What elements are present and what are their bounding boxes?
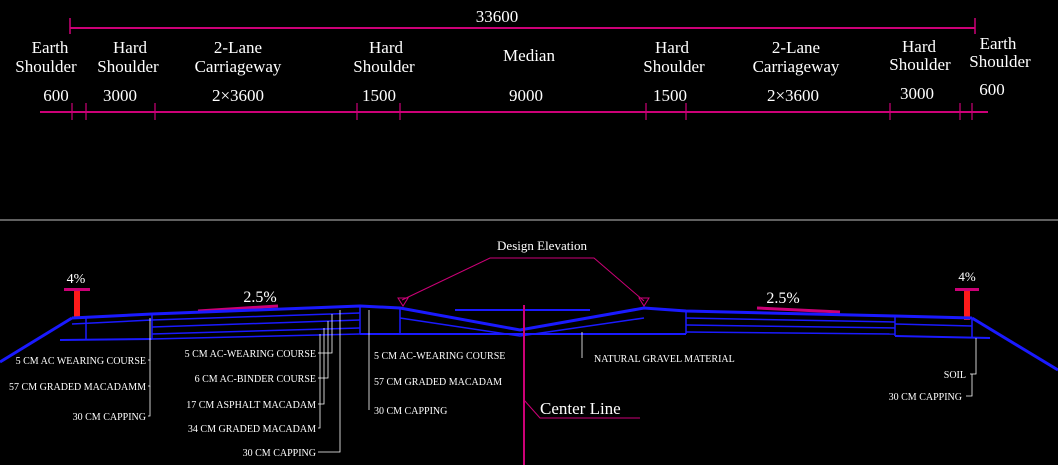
heading-earth-left-line1: Earth <box>32 38 69 57</box>
slope-right-outer: 4% <box>958 269 976 284</box>
note-carriageway-5: 30 CM CAPPING <box>243 448 316 459</box>
column-headings: Earth Shoulder Hard Shoulder 2-Lane Carr… <box>15 34 1031 76</box>
pavement-structure <box>0 304 1058 372</box>
leader-carriageway-4 <box>318 334 321 429</box>
shoulder-left-bottom <box>59 338 153 341</box>
layer-4-right <box>685 331 896 335</box>
note-median-fill: NATURAL GRAVEL MATERIAL <box>594 354 735 365</box>
edge-markers <box>64 288 979 320</box>
width-hard-left-inner: 1500 <box>362 86 396 105</box>
note-shoulder-left-1: 5 CM AC WEARING COURSE <box>16 356 146 367</box>
heading-hard-right-inner-line2: Shoulder <box>643 57 705 76</box>
heading-earth-right-line1: Earth <box>980 34 1017 53</box>
heading-hard-right-outer-line2: Shoulder <box>889 55 951 74</box>
slope-left-outer: 4% <box>67 272 86 287</box>
leader-right-1 <box>970 338 977 375</box>
leader-shoulder-left-2 <box>148 360 151 387</box>
width-earth-left: 600 <box>43 86 69 105</box>
note-inner-shoulder-1: 5 CM AC-WEARING COURSE <box>374 351 505 362</box>
design-elevation-callout: Design Elevation <box>397 238 650 307</box>
heading-hard-left-inner-line2: Shoulder <box>353 57 415 76</box>
heading-carriageway-left-line2: Carriageway <box>195 57 282 76</box>
heading-median: Median <box>503 46 555 65</box>
layer-top-left <box>151 305 361 315</box>
leader-right-2 <box>966 374 973 397</box>
note-shoulder-left-2: 57 CM GRADED MACADAMM <box>9 382 146 393</box>
heading-hard-right-outer-line1: Hard <box>902 37 936 56</box>
dimension-chain <box>40 103 988 120</box>
layer-leaders <box>148 310 977 453</box>
layer-3-left <box>151 319 361 328</box>
note-carriageway-4: 34 CM GRADED MACADAM <box>188 424 316 435</box>
leader-carriageway-1 <box>318 314 333 354</box>
center-line-leader <box>523 399 640 419</box>
note-carriageway-3: 17 CM ASPHALT MACADAM <box>186 400 316 411</box>
layer-2-left <box>151 312 361 321</box>
heading-hard-left-inner-line1: Hard <box>369 38 403 57</box>
center-line-label: Center Line <box>540 399 621 418</box>
layer-5-left <box>151 333 361 340</box>
width-carriageway-right: 2×3600 <box>767 86 819 105</box>
heading-hard-left-outer-line2: Shoulder <box>97 57 159 76</box>
heading-hard-left-outer-line1: Hard <box>113 38 147 57</box>
slope-indicators: 4% 4% 2.5% 2.5% <box>67 269 976 314</box>
design-elevation-marker-right <box>638 297 650 307</box>
shoulder-left-layer <box>71 319 153 325</box>
design-elevation-marker-left <box>397 297 409 307</box>
note-right-2: 30 CM CAPPING <box>889 392 962 403</box>
note-carriageway-1: 5 CM AC-WEARING COURSE <box>185 349 316 360</box>
median-fill-curve <box>399 317 645 337</box>
heading-earth-left-line2: Shoulder <box>15 57 77 76</box>
side-slope-right <box>971 316 1058 372</box>
leader-carriageway-2 <box>318 321 329 379</box>
leader-shoulder-left-3 <box>148 386 151 417</box>
side-slope-left <box>0 316 73 364</box>
total-width-label: 33600 <box>476 7 519 26</box>
note-inner-shoulder-2: 57 CM GRADED MACADAM <box>374 377 502 388</box>
edge-marker-right-cap <box>955 288 979 291</box>
shoulder-right-layer <box>894 323 973 327</box>
center-line: Center Line <box>523 305 640 465</box>
width-hard-right-inner: 1500 <box>653 86 687 105</box>
slope-arrow-left <box>197 304 279 313</box>
design-elevation-leader <box>401 257 645 302</box>
note-right-1: SOIL <box>944 370 966 381</box>
heading-hard-right-inner-line1: Hard <box>655 38 689 57</box>
layer-top-right <box>685 310 896 317</box>
leader-carriageway-3 <box>318 328 325 405</box>
note-inner-shoulder-3: 30 CM CAPPING <box>374 406 447 417</box>
total-dimension: 33600 <box>69 7 976 34</box>
edge-marker-left-cap <box>64 288 90 291</box>
note-carriageway-2: 6 CM AC-BINDER COURSE <box>195 374 316 385</box>
layer-2-right <box>685 317 896 323</box>
width-carriageway-left: 2×3600 <box>212 86 264 105</box>
slope-right-main: 2.5% <box>766 290 799 307</box>
edge-marker-left <box>74 291 80 318</box>
heading-carriageway-right-line2: Carriageway <box>753 57 840 76</box>
width-hard-right-outer: 3000 <box>900 84 934 103</box>
slope-arrow-right <box>756 306 841 314</box>
note-shoulder-left-3: 30 CM CAPPING <box>73 412 146 423</box>
design-elevation-label: Design Elevation <box>497 238 587 253</box>
width-hard-left-outer: 3000 <box>103 86 137 105</box>
heading-carriageway-left-line1: 2-Lane <box>214 38 262 57</box>
layer-3-right <box>685 324 896 329</box>
width-median: 9000 <box>509 86 543 105</box>
layer-annotations: 5 CM AC WEARING COURSE 57 CM GRADED MACA… <box>9 349 966 459</box>
edge-marker-right <box>964 291 970 320</box>
leader-carriageway-5 <box>318 310 341 453</box>
heading-carriageway-right-line1: 2-Lane <box>772 38 820 57</box>
shoulder-right-bottom <box>894 335 991 339</box>
layer-4-left <box>151 327 361 335</box>
slope-left-main: 2.5% <box>243 289 276 306</box>
heading-earth-right-line2: Shoulder <box>969 52 1031 71</box>
column-widths: 600 3000 2×3600 1500 9000 1500 2×3600 30… <box>43 80 1005 105</box>
width-earth-right: 600 <box>979 80 1005 99</box>
